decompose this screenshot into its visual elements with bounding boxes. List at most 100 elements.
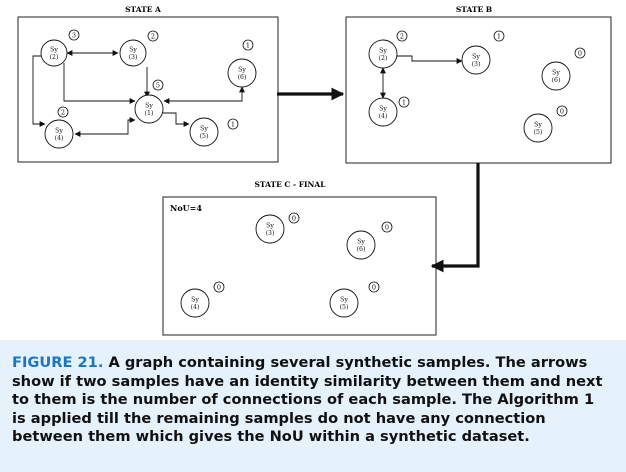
sample-node-5-c: Sy(5)0 (329, 281, 380, 318)
connection-count-circle (493, 30, 505, 42)
state-c-title: STATE C - FINAL (255, 180, 327, 189)
connection-count-circle (574, 47, 586, 59)
sample-node-id: (3) (129, 54, 138, 61)
sample-node-id: (4) (191, 304, 200, 311)
sample-node-circle (189, 117, 219, 147)
state-b-nodes: Sy(2)2Sy(3)1Sy(6)0Sy(4)1Sy(5)0 (368, 30, 586, 143)
transition-b-to-c-arrow (430, 163, 480, 273)
sample-node-id: (6) (238, 74, 247, 81)
sample-node-name: Sy (238, 67, 246, 74)
sample-node-name: Sy (357, 239, 365, 246)
connection-count-value: 1 (402, 98, 406, 106)
nou-label: NoU=4 (170, 203, 202, 213)
connection-count-circle (147, 30, 159, 42)
sample-node-name: Sy (340, 297, 348, 304)
connection-count-badge: 2 (147, 30, 159, 42)
connection-count-circle (68, 29, 80, 41)
connection-count-badge: 1 (493, 30, 505, 42)
sample-node-name: Sy (191, 297, 199, 304)
sample-node-circle (44, 119, 74, 149)
sample-node-circle (329, 288, 359, 318)
connection-count-badge: 5 (152, 79, 164, 91)
sample-node-id: (4) (379, 113, 388, 120)
state-a-edges (32, 50, 245, 137)
transition-arrows (277, 87, 480, 273)
sample-node-3-b: Sy(3) 1 (461, 30, 505, 75)
sample-node-circle (523, 113, 553, 143)
sample-node-circle (346, 230, 376, 260)
connection-count-circle (398, 96, 410, 108)
sample-node-name: Sy (129, 47, 137, 54)
connection-count-circle (556, 105, 568, 117)
sample-node-circle (180, 288, 210, 318)
sample-node-name: Sy (472, 54, 480, 61)
connection-count-circle (242, 39, 254, 51)
sample-node-circle (134, 94, 164, 124)
sample-node-name: Sy (200, 126, 208, 133)
connection-count-value: 0 (578, 49, 582, 57)
sample-node-2-a: Sy(2) 3 (40, 29, 80, 67)
connection-count-value: 0 (560, 107, 564, 115)
state-b-title: STATE B (456, 5, 492, 14)
state-a-title: STATE A (125, 5, 161, 14)
sample-node-id: (1) (145, 110, 154, 117)
sample-node-circle (119, 39, 147, 67)
connection-count-badge: 0 (368, 281, 380, 293)
sample-node-id: (3) (472, 61, 481, 68)
state-b-box (345, 16, 612, 164)
connection-count-value: 0 (372, 283, 376, 291)
sample-node-circle (368, 97, 398, 127)
connection-count-value: 1 (497, 32, 501, 40)
connection-count-value: 3 (72, 31, 76, 39)
sample-node-3-a: Sy(3) 2 (119, 30, 159, 67)
state-c-nodes: Sy(3)0Sy(6)0Sy(4)0Sy(5)0 (180, 212, 393, 318)
sample-node-name: Sy (379, 106, 387, 113)
connection-count-circle (152, 79, 164, 91)
connection-count-circle (368, 281, 380, 293)
sample-node-id: (2) (379, 55, 388, 62)
state-a-nodes: Sy(2)3Sy(3)2Sy(6)1Sy(1)5Sy(4)2Sy(5)1 (40, 29, 257, 149)
caption-label: FIGURE 21. (12, 354, 104, 371)
sample-node-1-a: Sy(1)5 (134, 79, 164, 124)
sample-node-circle (227, 58, 257, 88)
sample-node-name: Sy (534, 122, 542, 129)
edge-4-1 (74, 117, 136, 137)
edge-1-5 (163, 112, 190, 127)
sample-node-circle (40, 39, 68, 67)
sample-node-6-a: Sy(6) 1 (227, 39, 257, 88)
sample-node-6-c: Sy(6)0 (346, 221, 393, 260)
connection-count-circle (227, 118, 239, 130)
connection-count-circle (213, 281, 225, 293)
sample-node-id: (2) (50, 54, 59, 61)
edge-2-1 (63, 63, 136, 104)
sample-node-4-a: Sy(4)2 (44, 106, 74, 149)
connection-count-value: 0 (292, 214, 296, 222)
connection-count-value: 2 (151, 32, 155, 40)
sample-node-3-c: Sy(3) 0 (255, 212, 300, 244)
sample-node-id: (3) (266, 230, 275, 237)
sample-node-id: (5) (200, 133, 209, 140)
sample-node-5-b: Sy(5) 0 (523, 105, 568, 143)
state-b-edges (380, 55, 463, 99)
sample-node-name: Sy (50, 47, 58, 54)
sample-node-id: (6) (552, 77, 561, 84)
sample-node-name: Sy (55, 128, 63, 135)
connection-count-value: 1 (231, 120, 235, 128)
caption-text: A graph containing several synthetic sam… (12, 354, 603, 446)
connection-count-badge: 0 (288, 212, 300, 224)
connection-count-badge: 2 (57, 106, 69, 118)
edge-6-1 (163, 86, 245, 104)
sample-node-name: Sy (266, 223, 274, 230)
sample-node-circle (461, 45, 491, 75)
connection-count-badge: 1 (242, 39, 254, 51)
connection-count-value: 1 (246, 41, 250, 49)
sample-node-id: (5) (534, 129, 543, 136)
sample-node-circle (541, 61, 571, 91)
connection-count-badge: 0 (556, 105, 568, 117)
sample-node-name: Sy (379, 48, 387, 55)
sample-node-5-a: Sy(5) 1 (189, 117, 239, 147)
connection-count-value: 0 (385, 223, 389, 231)
sample-node-4-b: Sy(4) 1 (368, 96, 410, 127)
connection-count-value: 5 (156, 81, 160, 89)
